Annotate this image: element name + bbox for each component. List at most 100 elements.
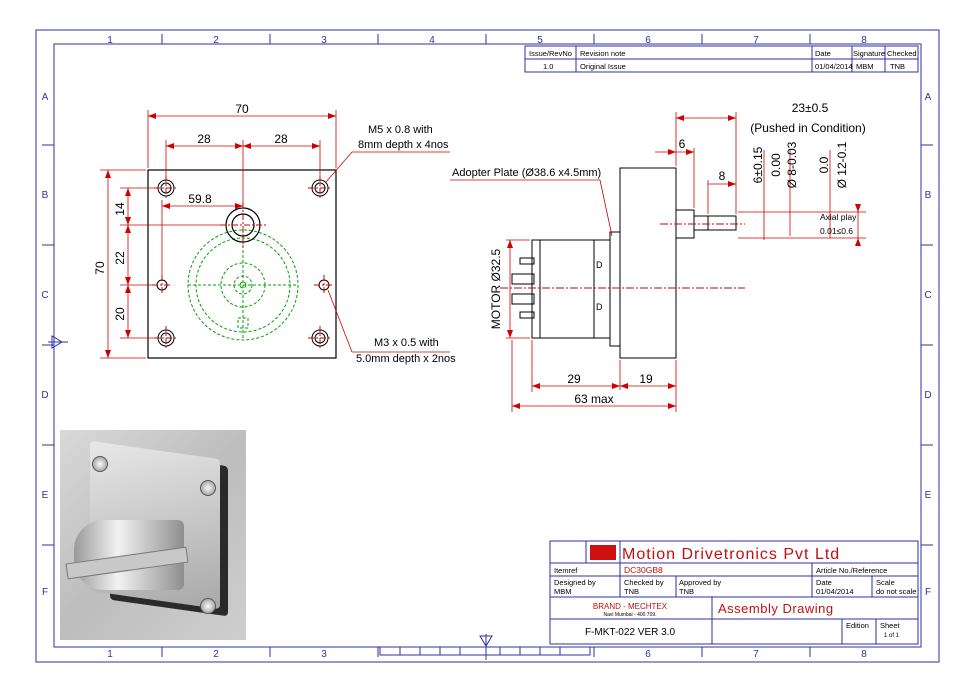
- sheet-frame: [35, 29, 940, 663]
- col-label: 5: [537, 35, 543, 46]
- mark-d-bottom: D: [596, 302, 603, 312]
- note-m5-line2: 8mm depth x 4nos: [358, 139, 449, 151]
- col-label: 2: [213, 35, 219, 46]
- brand-name: BRAND - MECHTEX: [593, 602, 668, 611]
- designed-by-label: Designed by: [554, 578, 596, 587]
- checked-by-label: Checked by: [624, 578, 664, 587]
- product-photo: [60, 430, 246, 640]
- col-label: 1: [107, 649, 113, 660]
- revision-header: Checked: [887, 49, 917, 58]
- screw-icon: [200, 598, 216, 614]
- dim-side-d12-tol: 0.0: [817, 156, 831, 173]
- col-label: 3: [321, 35, 327, 46]
- row-label: E: [925, 490, 932, 501]
- date-value: 01/04/2014: [816, 587, 854, 596]
- dim-side-63: 63 max: [574, 392, 613, 406]
- mark-d-top: D: [596, 260, 603, 270]
- row-label: D: [41, 390, 48, 401]
- dim-side-29: 29: [567, 372, 581, 386]
- dim-side-8: 8: [719, 169, 726, 183]
- company-name: Motion Drivetronics Pvt Ltd: [622, 546, 840, 563]
- drawing-title: Assembly Drawing: [718, 601, 834, 616]
- col-label: 6: [645, 649, 651, 660]
- grid-labels: 1 2 3 4 5 6 7 8 1 2 3 6 7 8 A B C D E F …: [41, 35, 931, 660]
- dim-front-14: 14: [113, 202, 127, 216]
- side-view: D D: [450, 101, 866, 412]
- itemref-label: Itemref: [554, 566, 578, 575]
- dim-side-6-015: 6±0.15: [751, 146, 765, 183]
- row-label: F: [42, 587, 48, 598]
- note-m3-line1: M3 x 0.5 with: [374, 337, 439, 349]
- col-label: 3: [321, 649, 327, 660]
- note-m3-line2: 5.0mm depth x 2nos: [356, 353, 456, 365]
- edition-label: Edition: [846, 621, 869, 630]
- sheet-label: Sheet: [880, 621, 901, 630]
- scale-label: Scale: [876, 578, 895, 587]
- dim-front-20: 20: [113, 307, 127, 321]
- dim-side-19: 19: [639, 372, 653, 386]
- row-label: C: [924, 290, 931, 301]
- dim-side-23: 23±0.5: [792, 101, 829, 115]
- note-pushed-condition: (Pushed in Condition): [750, 121, 865, 135]
- document-number: F-MKT-022 VER 3.0: [585, 627, 675, 638]
- revision-header: Revision note: [580, 49, 625, 58]
- dim-front-height: 70: [93, 261, 107, 275]
- row-label: C: [41, 290, 48, 301]
- col-label: 2: [213, 649, 219, 660]
- article-label: Article No./Reference: [816, 566, 887, 575]
- row-label: B: [925, 190, 932, 201]
- row-label: F: [925, 587, 931, 598]
- note-m5-line1: M5 x 0.8 with: [368, 124, 433, 136]
- screw-icon: [92, 456, 108, 472]
- col-label: 8: [861, 35, 867, 46]
- date-label: Date: [816, 578, 832, 587]
- revision-table: Issue/RevNo Revision note Date Signature…: [524, 45, 919, 73]
- col-label: 7: [753, 649, 759, 660]
- label-motor-diameter: MOTOR Ø32.5: [489, 248, 503, 329]
- dim-front-28-left: 28: [197, 132, 211, 146]
- row-label: E: [42, 490, 49, 501]
- sheet-value: 1 of 1: [884, 633, 900, 639]
- designed-by-value: MBM: [554, 587, 572, 596]
- col-label: 6: [645, 35, 651, 46]
- front-view: 70 28 28 59.8 70 14 22 20 M5 x 0.8 with …: [93, 102, 456, 365]
- checked-by-value: TNB: [624, 587, 639, 596]
- row-label: A: [925, 92, 932, 103]
- note-adopter-plate: Adopter Plate (Ø38.6 x4.5mm): [452, 167, 601, 179]
- revision-header: Signature: [853, 49, 885, 58]
- title-block: Motion Drivetronics Pvt Ltd Itemref DC30…: [549, 540, 919, 645]
- col-label: 8: [861, 649, 867, 660]
- scale-value: do not scale: [876, 587, 916, 596]
- dim-side-d8: Ø 8-0.03: [785, 141, 799, 188]
- screw-icon: [200, 480, 216, 496]
- col-label: 4: [429, 35, 435, 46]
- dim-front-22: 22: [113, 251, 127, 265]
- dim-front-59-8: 59.8: [188, 192, 212, 206]
- row-label: D: [924, 390, 931, 401]
- revision-header: Issue/RevNo: [529, 49, 572, 58]
- revision-header: Date: [815, 49, 831, 58]
- dim-side-d8-tol: 0.00: [769, 153, 783, 177]
- col-label: 1: [107, 35, 113, 46]
- revision-cell: TNB: [890, 62, 905, 71]
- row-label: B: [42, 190, 49, 201]
- note-axial-play: Axial play: [820, 212, 857, 222]
- note-axial-value: 0.01≤0.6: [820, 226, 853, 236]
- itemref-value: DC30GB8: [624, 565, 663, 575]
- col-label: 7: [753, 35, 759, 46]
- revision-cell: Original Issue: [580, 62, 626, 71]
- row-label: A: [42, 92, 49, 103]
- revision-cell: 1.0: [543, 62, 553, 71]
- approved-by-label: Approved by: [679, 578, 721, 587]
- dim-front-width: 70: [235, 102, 249, 116]
- brand-address: Navi Mumbai - 400 709.: [603, 612, 656, 618]
- dim-front-28-right: 28: [274, 132, 288, 146]
- approved-by-value: TNB: [679, 587, 694, 596]
- revision-cell: 01/04/2014: [815, 62, 853, 71]
- revision-cell: MBM: [856, 62, 874, 71]
- dim-side-d12: Ø 12-0.1: [835, 141, 849, 188]
- company-logo: [590, 545, 616, 560]
- dim-side-6: 6: [679, 137, 686, 151]
